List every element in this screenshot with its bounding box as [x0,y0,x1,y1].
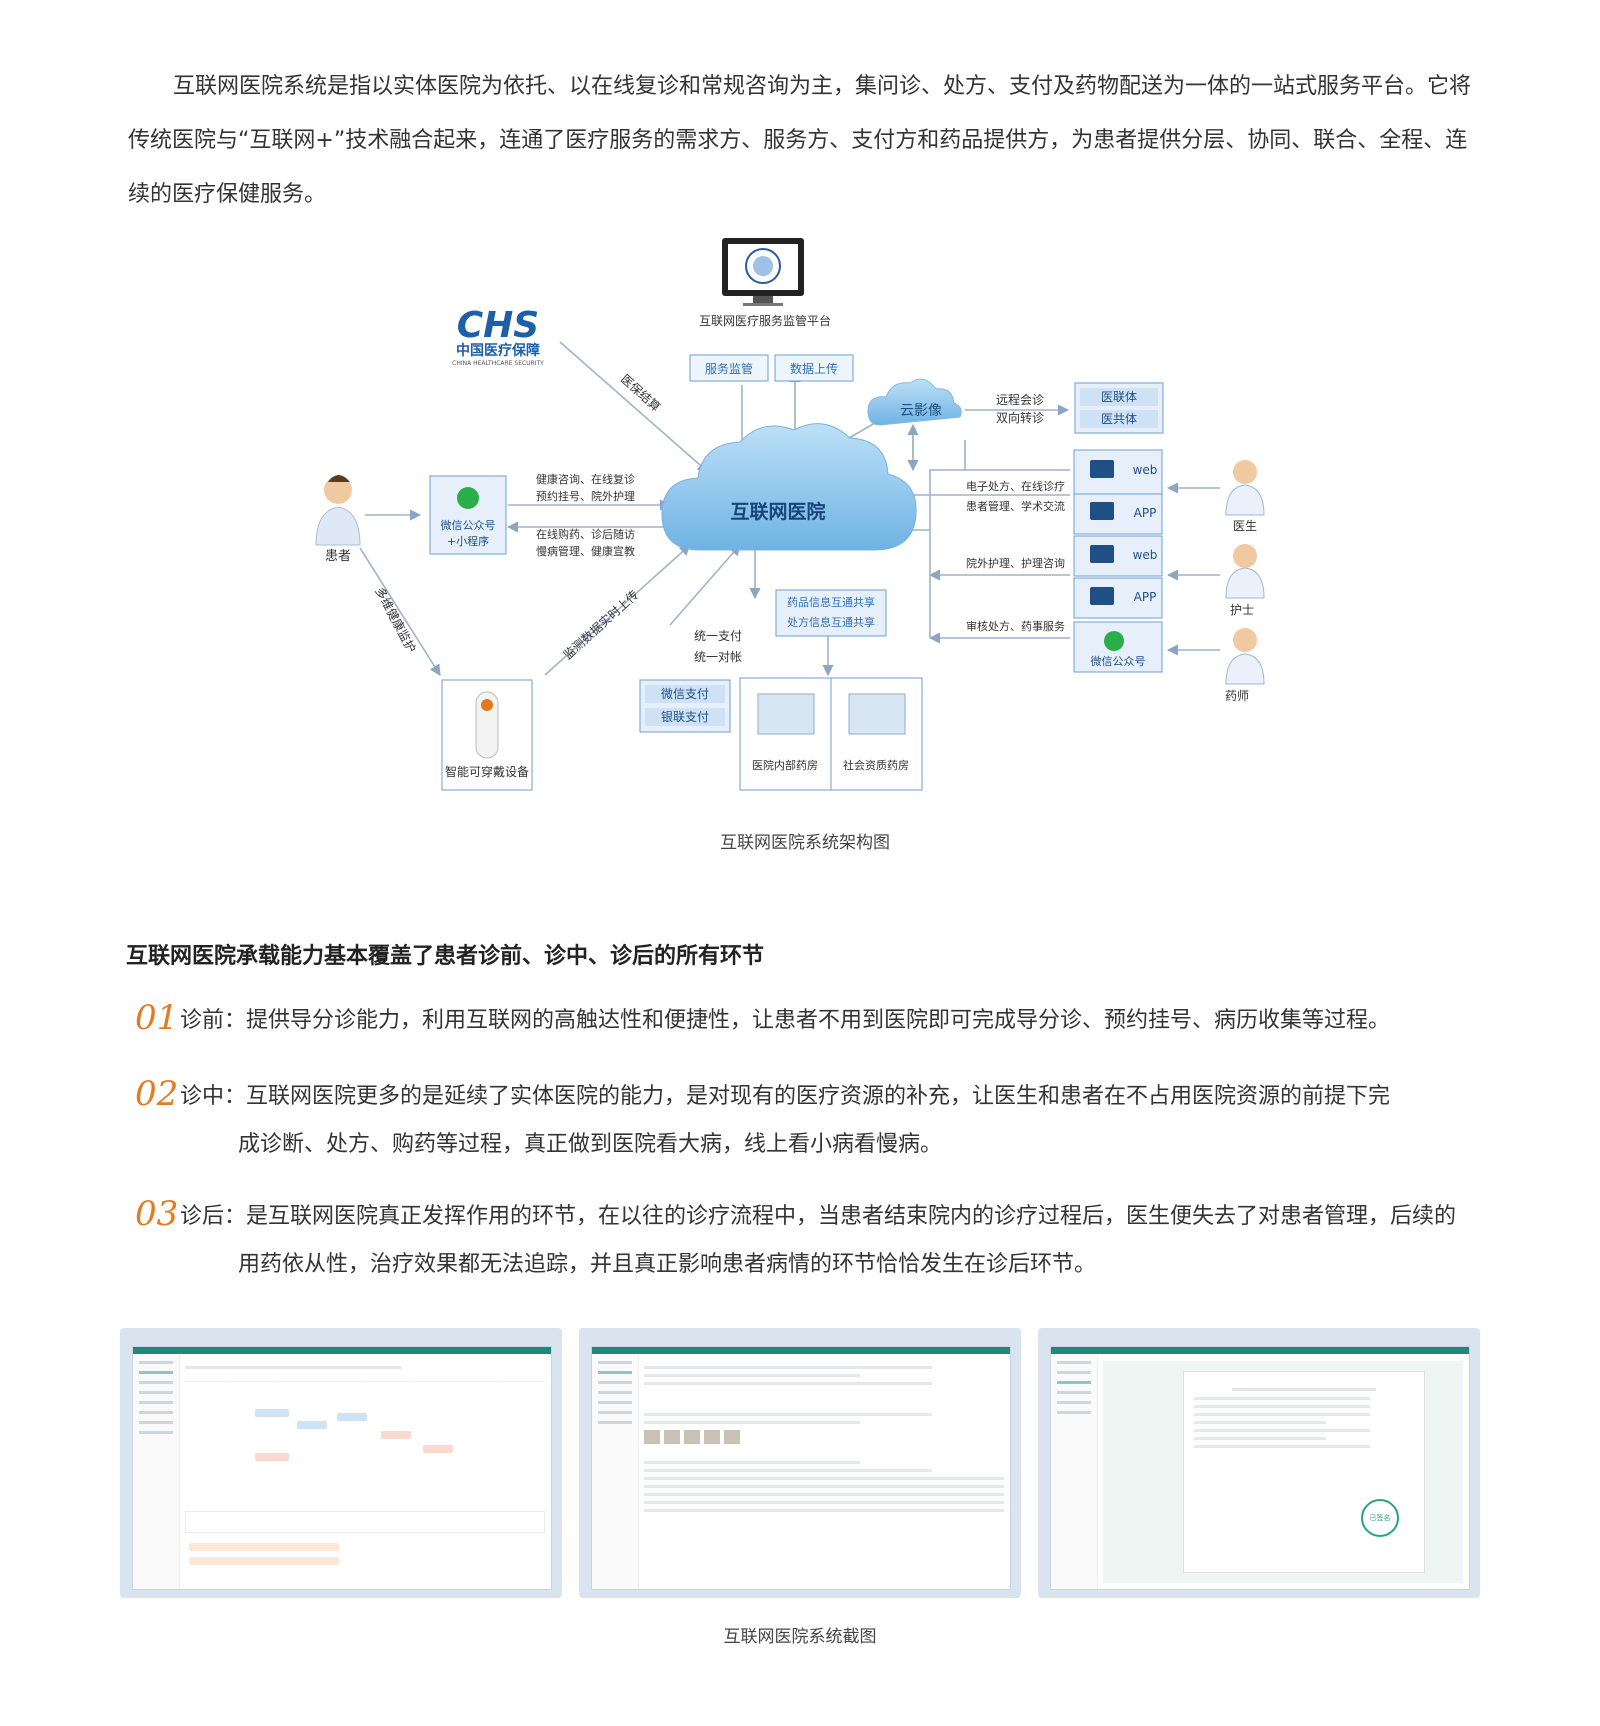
intro-paragraph: 互联网医院系统是指以实体医院为依托、以在线复诊和常规咨询为主，集问诊、处方、支付… [128,74,1472,207]
stamp-text: 已签名 [1369,1514,1391,1522]
remote-consult-label: 远程会诊 [996,392,1044,407]
unionpay-label: 银联支付 [661,710,709,724]
screenshot-gallery: 已签名 [120,1328,1480,1598]
screenshot-prescription: 已签名 [1038,1328,1480,1598]
community-label: 医共体 [1101,412,1137,426]
section-title: 互联网医院承载能力基本覆盖了患者诊前、诊中、诊后的所有环节 [126,944,765,969]
chs-name: 中国医疗保障 [456,342,540,359]
social-pharmacy-label: 社会资质药房 [843,758,909,772]
architecture-diagram: 互联网医疗服务监管平台 服务监管 数据上传 CHS 中国医疗保障 CHINA H… [315,238,1265,791]
doctor-label: 医生 [1233,519,1257,533]
patient-services-2: 预约挂号、院外护理 [536,489,635,503]
list-item: 03诊后：是互联网医院真正发挥作用的环节，在以往的诊疗流程中，当患者结束院内的诊… [135,1190,1505,1289]
intro-text: 互联网医院系统是指以实体医院为依托、以在线复诊和常规咨询为主，集问诊、处方、支付… [128,60,1478,222]
pharmacist-services: 审核处方、药事服务 [966,619,1065,633]
list-item: 02诊中：互联网医院更多的是延续了实体医院的能力，是对现有的医疗资源的补充，让医… [135,1070,1505,1169]
monitor-icon [722,238,804,306]
internal-pharmacy-label: 医院内部药房 [752,758,818,772]
center-label: 互联网医院 [730,500,825,523]
diagram-caption: 互联网医院系统架构图 [720,833,890,853]
chs-logo: CHS [457,305,539,346]
service-monitor-label: 服务监管 [705,361,753,376]
two-way-transfer-label: 双向转诊 [996,410,1044,425]
doctor-services-2: 患者管理、学术交流 [966,499,1065,513]
item-text-continued: 用药依从性，治疗效果都无法追踪，并且真正影响患者病情的环节恰恰发生在诊后环节。 [238,1252,1097,1277]
item-number: 02 [135,1074,179,1114]
patient-services-1: 健康咨询、在线复诊 [536,472,635,486]
nurse-services: 院外护理、护理咨询 [966,556,1065,570]
item-text-continued: 成诊断、处方、购药等过程，真正做到医院看大病，线上看小病看慢病。 [238,1132,943,1157]
web-label-2: web [1133,548,1158,562]
wechat-official-label: 微信公众号 [1091,654,1146,668]
cloud-image-label: 云影像 [900,403,942,419]
screenshot-schedule [120,1328,562,1598]
item-number: 01 [135,998,179,1038]
nurse-label: 护士 [1230,603,1254,617]
multi-dim-data-label: 多维健康监护 [372,584,419,655]
wechat-mini-label-2: +小程序 [447,534,489,548]
item-text: 诊后：是互联网医院真正发挥作用的环节，在以往的诊疗流程中，当患者结束院内的诊疗过… [180,1204,1457,1229]
medical-settlement-label: 医保结算 [618,371,664,414]
screenshot-record [579,1328,1021,1598]
drug-info-share-label: 药品信息互通共享 [787,595,875,609]
monitor-platform-label: 互联网医疗服务监管平台 [699,313,831,328]
patient-label: 患者 [325,549,351,564]
app-label-1: APP [1134,506,1157,520]
monitor-upload-label: 监测数据实时上传 [560,587,641,662]
unified-pay-label: 统一支付 [694,629,742,643]
app-label-2: APP [1134,590,1157,604]
pharmacist-label: 药师 [1225,689,1249,703]
chs-english: CHINA HEALTHCARE SECURITY [452,360,544,367]
patient-services-3: 在线购药、诊后随访 [536,527,635,541]
item-text: 诊前：提供导分诊能力，利用互联网的高触达性和便捷性，让患者不用到医院即可完成导分… [180,1008,1391,1033]
item-text: 诊中：互联网医院更多的是延续了实体医院的能力，是对现有的医疗资源的补充，让医生和… [180,1084,1391,1109]
alliance-label: 医联体 [1101,390,1137,404]
wearable-label: 智能可穿戴设备 [445,764,529,779]
screenshots-caption: 互联网医院系统截图 [723,1627,877,1647]
wechat-mini-label-1: 微信公众号 [441,518,496,532]
web-label-1: web [1133,463,1158,477]
data-upload-label: 数据上传 [790,361,838,376]
signature-stamp: 已签名 [1361,1499,1399,1537]
patient-services-4: 慢病管理、健康宣教 [536,544,635,558]
rx-info-share-label: 处方信息互通共享 [787,615,875,629]
list-item: 01诊前：提供导分诊能力，利用互联网的高触达性和便捷性，让患者不用到医院即可完成… [135,994,1505,1045]
wechat-pay-label: 微信支付 [661,687,709,701]
item-number: 03 [135,1194,179,1234]
doctor-services-1: 电子处方、在线诊疗 [966,479,1065,493]
unified-account-label: 统一对帐 [694,649,742,664]
